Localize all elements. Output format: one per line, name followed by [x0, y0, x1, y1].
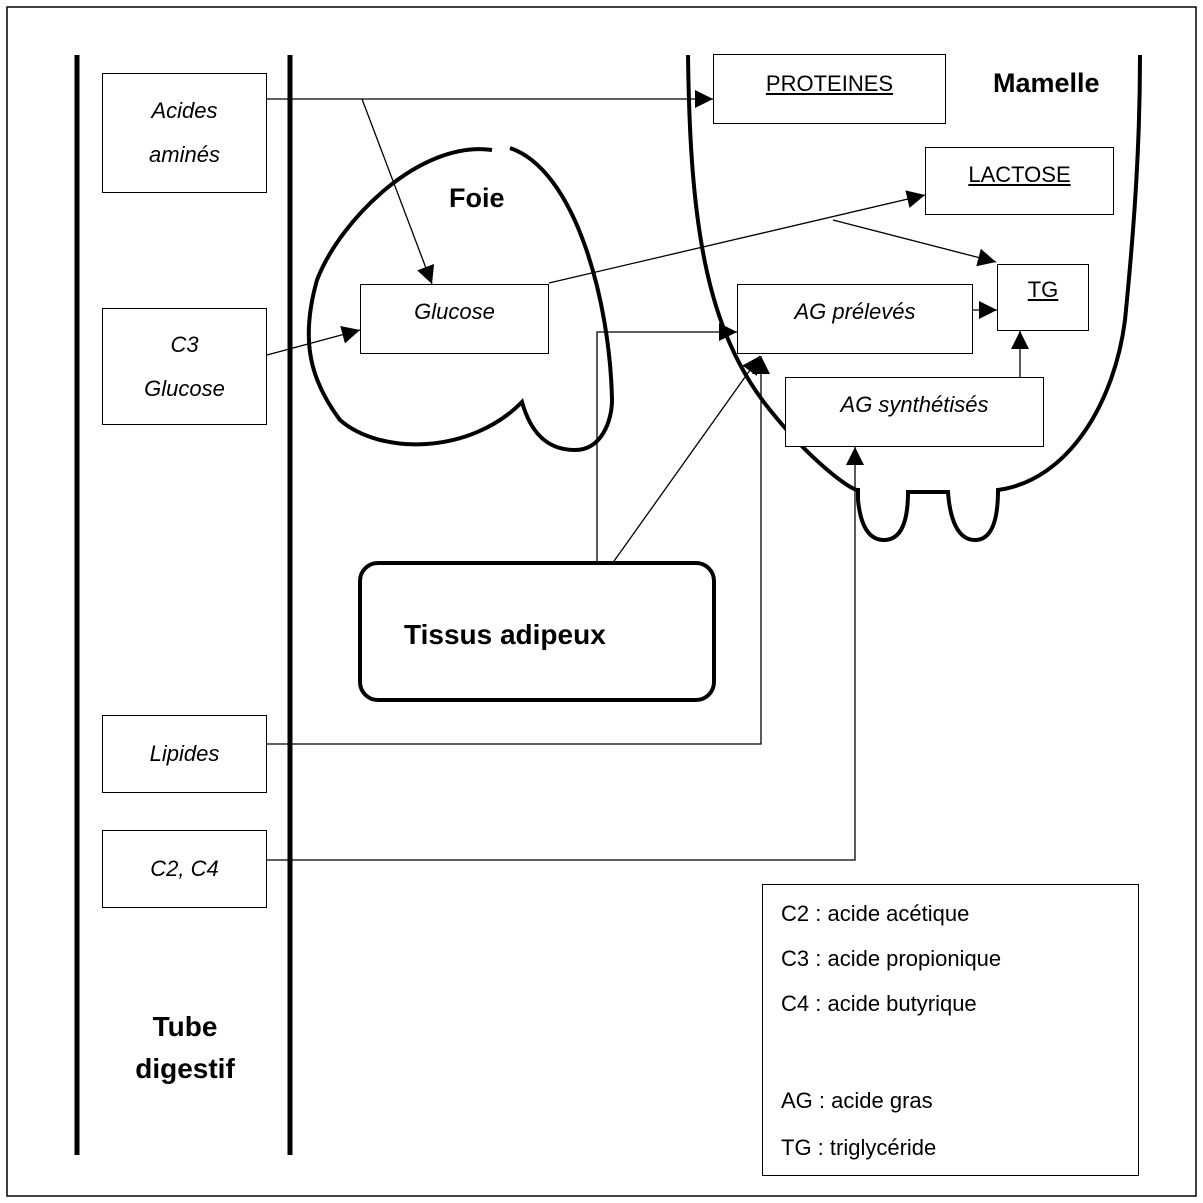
arrow-c2c4-ags — [267, 447, 864, 861]
c2-c4-label: C2, C4 — [150, 856, 219, 881]
c3-glucose-box: C3 Glucose — [102, 308, 267, 425]
arrow-aa-glucose — [361, 98, 435, 285]
legend-c2: C2 : acide acétique — [781, 901, 970, 926]
c3-glucose-label: C3 Glucose — [144, 331, 225, 401]
outer-frame — [6, 6, 1197, 1197]
tube-digestif-label: Tube digestif — [135, 1011, 235, 1084]
glucose-box: Glucose — [360, 284, 549, 354]
arrow-glucose-lactose — [548, 190, 926, 284]
proteines-label: PROTEINES — [765, 71, 894, 96]
lactose-box: LACTOSE — [925, 147, 1114, 215]
lipides-box: Lipides — [102, 715, 267, 793]
tissus-adipeux-label: Tissus adipeux — [404, 619, 606, 650]
c2-c4-box: C2, C4 — [102, 830, 267, 908]
legend-c3: C3 : acide propionique — [781, 946, 1002, 971]
arrow-lipides-agp — [267, 356, 770, 745]
lactose-label: LACTOSE — [968, 162, 1071, 187]
tg-box: TG — [997, 264, 1089, 331]
mamelle-label: Mamelle — [993, 68, 1100, 98]
acides-amines-label: Acides aminés — [149, 98, 220, 167]
arrow-c3-glucose — [266, 325, 361, 356]
legend: C2 : acide acétique C3 : acide propioniq… — [762, 884, 1139, 1176]
legend-tg: TG : triglycéride — [781, 1135, 937, 1160]
liver-outline — [306, 146, 615, 453]
ag-preleves-box: AG prélevés — [737, 284, 973, 354]
foie-label: Foie — [449, 183, 505, 213]
legend-c4: C4 : acide butyrique — [781, 991, 977, 1016]
ag-preleves-label: AG prélevés — [794, 299, 916, 324]
ag-synthetises-label: AG synthétisés — [840, 392, 989, 417]
mammary-outline — [686, 54, 1142, 543]
arrow-branch-tg — [832, 219, 997, 267]
arrow-adipeux-agp-2 — [596, 355, 761, 586]
glucose-label: Glucose — [414, 299, 495, 324]
lipides-label: Lipides — [149, 741, 220, 766]
arrow-adipeux-agp-1 — [596, 323, 737, 585]
tissus-adipeux-box — [358, 561, 716, 702]
proteines-box: PROTEINES — [713, 54, 946, 124]
legend-ag: AG : acide gras — [781, 1088, 933, 1113]
acides-amines-box: Acides aminés — [102, 73, 267, 193]
ag-synthetises-box: AG synthétisés — [785, 377, 1044, 447]
tg-label: TG — [1027, 277, 1059, 302]
